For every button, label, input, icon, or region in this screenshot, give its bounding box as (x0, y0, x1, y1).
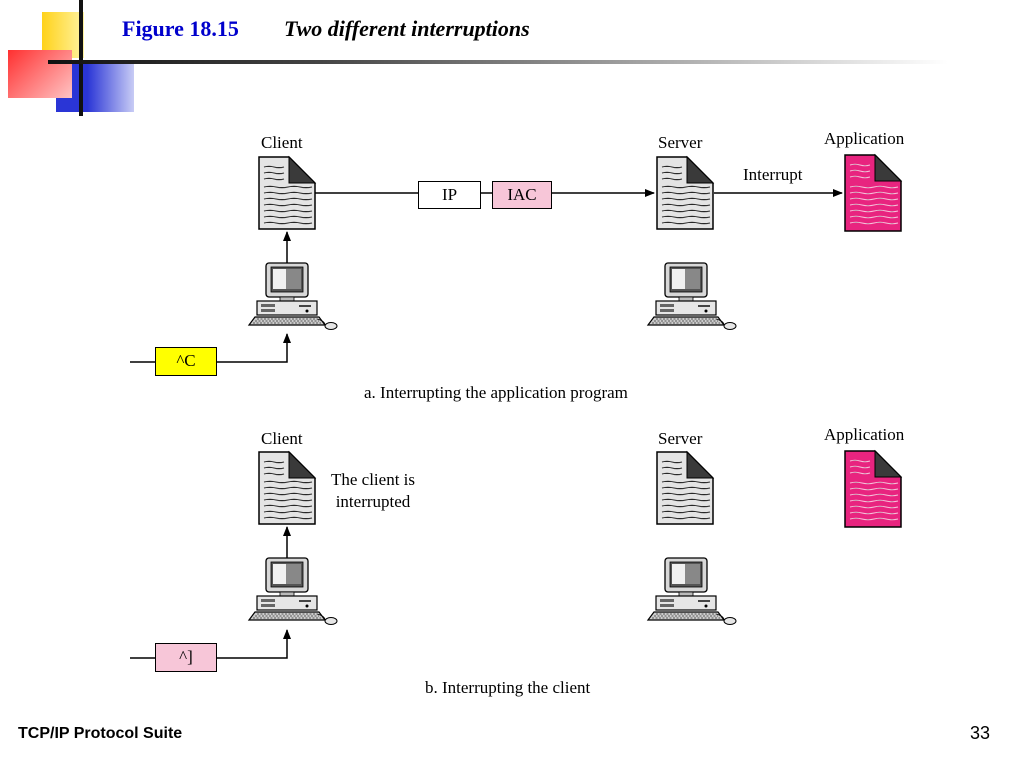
vertical-rule (79, 0, 83, 116)
iac-box: IAC (492, 181, 552, 209)
note-line-2: interrupted (335, 492, 411, 511)
application-label-b: Application (824, 425, 905, 444)
caption-a: a. Interrupting the application program (364, 383, 628, 402)
horizontal-rule (48, 60, 948, 64)
figure-caption: Two different interruptions (284, 16, 530, 41)
ctrl-bracket-key-box: ^] (155, 643, 217, 672)
server-label-b: Server (658, 429, 703, 448)
client-label-b: Client (261, 429, 303, 448)
footer-text: TCP/IP Protocol Suite (18, 725, 183, 742)
client-interrupted-note: The client is interrupted (318, 469, 428, 513)
client-label-a: Client (261, 133, 303, 152)
client-computer-icon-b (248, 557, 338, 626)
caption-b: b. Interrupting the client (425, 678, 591, 697)
server-document-icon-b (656, 451, 714, 525)
figure-label: Figure 18.15 (122, 16, 239, 41)
server-computer-icon-a (647, 262, 737, 331)
note-line-1: The client is (330, 470, 416, 489)
page-number: 33 (969, 723, 990, 743)
client-document-icon-a (258, 156, 316, 230)
red-square (8, 50, 72, 98)
interrupt-label: Interrupt (743, 165, 803, 184)
server-computer-icon-b (647, 557, 737, 626)
application-document-icon-b (844, 450, 902, 528)
ip-box: IP (418, 181, 481, 209)
client-computer-icon-a (248, 262, 338, 331)
server-document-icon-a (656, 156, 714, 230)
ctrl-c-key-box: ^C (155, 347, 217, 376)
application-document-icon-a (844, 154, 902, 232)
server-label-a: Server (658, 133, 703, 152)
application-label-a: Application (824, 129, 905, 148)
client-document-icon-b (258, 451, 316, 525)
